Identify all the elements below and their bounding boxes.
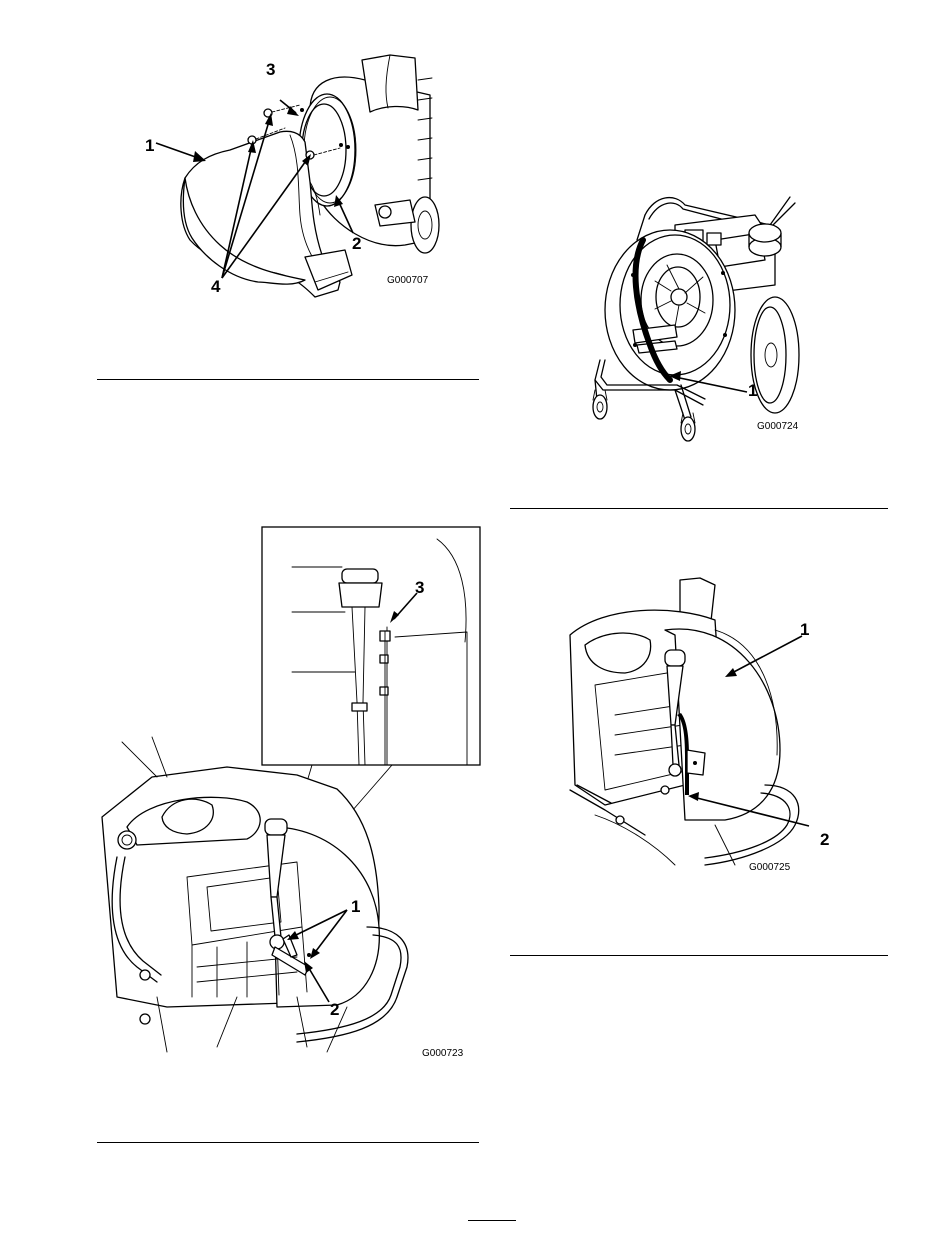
figure-blower-belt: 1 G000724 <box>575 185 825 440</box>
callout-1: 1 <box>800 621 809 638</box>
figure-id: G000724 <box>757 422 798 432</box>
callout-1: 1 <box>748 382 757 399</box>
callout-1: 1 <box>145 137 154 154</box>
callout-2: 2 <box>352 235 361 252</box>
figure-rule <box>97 379 479 380</box>
figure-nozzle-housing: 1 3 2 4 G000707 <box>140 50 440 310</box>
figure-blower-belt-art <box>575 185 825 440</box>
callout-4: 4 <box>211 278 220 295</box>
figure-id: G000707 <box>387 276 428 286</box>
figure-throttle-inset-art <box>97 527 482 1067</box>
callout-3: 3 <box>415 579 424 596</box>
figure-rule <box>510 955 888 956</box>
figure-rule <box>97 1142 479 1143</box>
footer-rule <box>468 1220 516 1221</box>
figure-nozzle-housing-art <box>140 50 440 310</box>
callout-2: 2 <box>330 1001 339 1018</box>
callout-2: 2 <box>820 831 829 848</box>
figure-throttle-inset: 3 1 2 G000723 <box>97 527 482 1067</box>
callout-1: 1 <box>351 898 360 915</box>
callout-3: 3 <box>266 61 275 78</box>
figure-id: G000723 <box>422 1049 463 1059</box>
figure-throttle-housing: 1 2 G000725 <box>565 575 845 875</box>
figure-id: G000725 <box>749 863 790 873</box>
figure-rule <box>510 508 888 509</box>
